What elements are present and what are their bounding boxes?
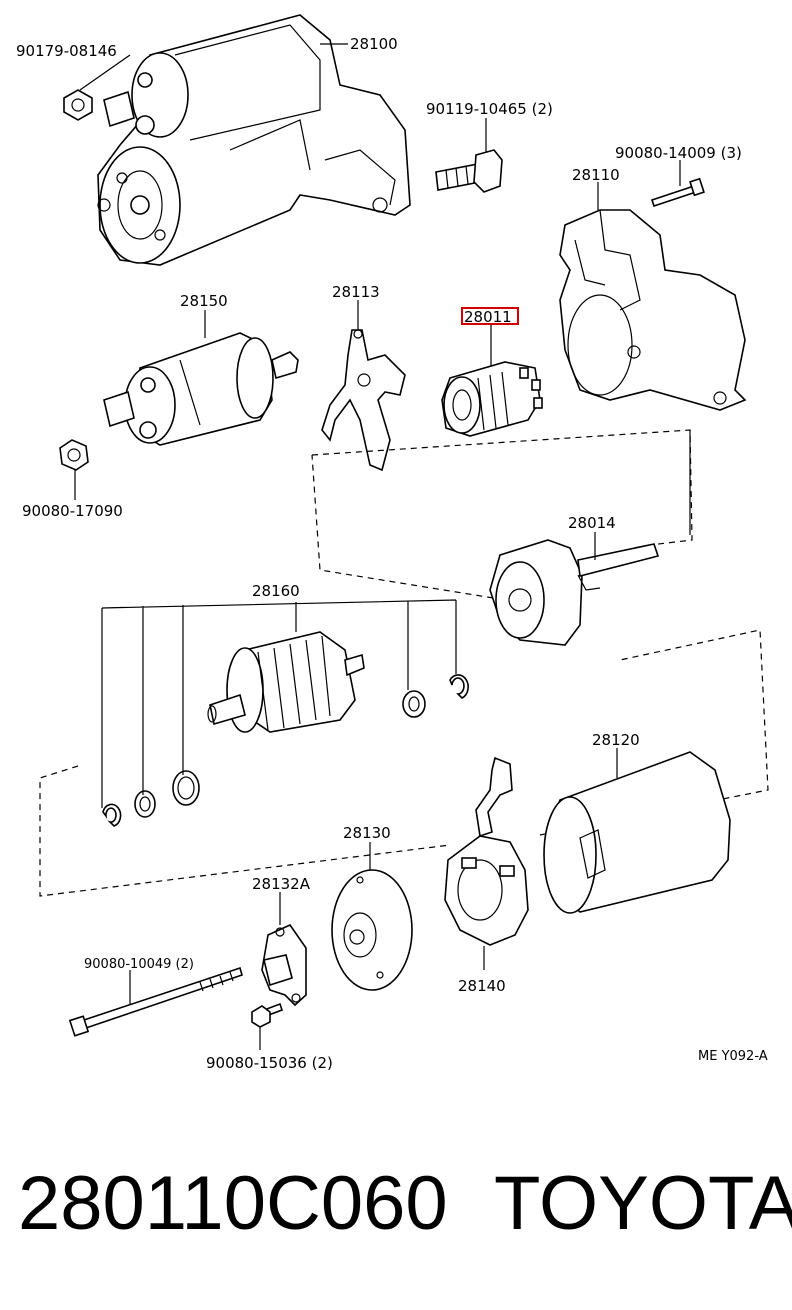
label-28140: 28140 [458, 977, 506, 995]
label-90080-10049: 90080-10049 (2) [84, 957, 194, 972]
label-28014: 28014 [568, 514, 616, 532]
footer-part-number: 280110C060 [18, 1161, 448, 1246]
footer-brand-name: TOYOTA [494, 1161, 792, 1246]
label-28132A: 28132A [252, 875, 311, 893]
yoke-28120-drawing [543, 751, 731, 914]
label-28130: 28130 [343, 824, 391, 842]
label-90080-14009: 90080-14009 (3) [615, 144, 742, 162]
clutch-28011-drawing [441, 361, 543, 437]
brush-holder-28140-drawing [444, 756, 529, 946]
label-90119-10465: 90119-10465 (2) [426, 100, 553, 118]
bolt-90080-14009-drawing [650, 177, 705, 208]
through-bolt-90080-10049-drawing [68, 966, 243, 1037]
dashed-assembly-outline-upper [311, 429, 693, 613]
starter-housing-28110-drawing [559, 209, 747, 411]
label-90179-08146: 90179-08146 [16, 42, 117, 60]
label-90080-17090: 90080-17090 [22, 502, 123, 520]
diagram-reference-code: ME Y092-A [698, 1049, 768, 1064]
label-28150: 28150 [180, 292, 228, 310]
washer-set-drawing [102, 674, 469, 827]
label-28120: 28120 [592, 731, 640, 749]
label-28160: 28160 [252, 582, 300, 600]
label-28113: 28113 [332, 283, 380, 301]
drive-lever-28113-drawing [321, 329, 406, 472]
label-28100: 28100 [350, 35, 398, 53]
armature-28160-drawing [207, 631, 365, 733]
starter-assembly-28100-drawing [97, 14, 411, 266]
end-frame-28130-drawing [331, 869, 413, 991]
bracket-28132A-drawing [261, 923, 307, 1007]
leader-lines [74, 43, 681, 1050]
solenoid-28150-drawing [103, 332, 299, 446]
dashed-assembly-outline-lower [39, 629, 769, 897]
armature-leader-bracket [101, 599, 457, 808]
nut-90080-17090-drawing [59, 439, 89, 471]
shaft-28014-drawing [489, 539, 660, 646]
label-28011: 28011 [464, 308, 512, 326]
label-90080-15036: 90080-15036 (2) [206, 1054, 333, 1072]
part-footer: 280110C060 TOYOTA [0, 1160, 792, 1270]
screw-90080-15036-drawing [251, 1002, 284, 1028]
nut-90179-08146-drawing [63, 89, 93, 121]
label-28110: 28110 [572, 166, 620, 184]
bolt-90119-10465-drawing [435, 149, 503, 193]
highlight-box-28011 [461, 307, 519, 325]
